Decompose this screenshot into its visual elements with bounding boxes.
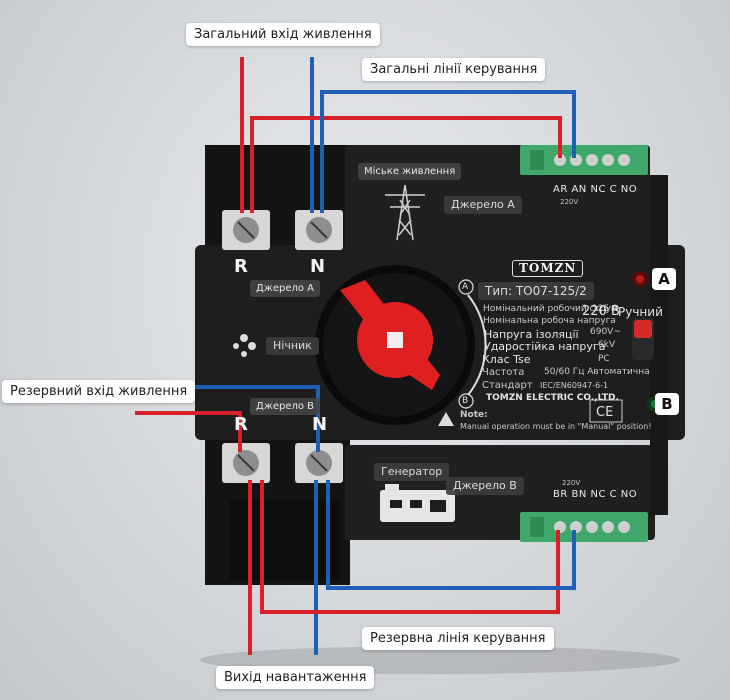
svg-text:CE: CE (596, 405, 613, 420)
source-a-label-right: Джерело А (444, 196, 522, 214)
top-terminal-labels: AR AN NC C NO (553, 184, 638, 195)
bottom-terminal-voltage: 220V (562, 479, 581, 487)
callout-main-control-lines: Загальні лінії керування (362, 58, 546, 81)
callout-reserve-power-input: Резервний вхід живлення (2, 380, 196, 403)
terminal-n-top: N (310, 256, 326, 277)
lower-tower-block (230, 500, 340, 580)
generator-label: Генератор (374, 463, 450, 481)
rated-current-value: 125 A (592, 304, 619, 314)
pylon-icon (385, 184, 425, 241)
note-text: Manual operation must be in "Manual" pos… (460, 422, 652, 431)
ce-mark (589, 399, 623, 423)
right-rib (650, 175, 668, 515)
type-label: Тип: ТО07-125/2 (478, 282, 594, 300)
main-control-neutral (320, 90, 576, 213)
switch-position-b: B (462, 396, 469, 406)
reserve-live-wire (135, 411, 242, 452)
control-terminal-top (520, 145, 648, 175)
top-terminal-voltage: 220V (560, 198, 579, 206)
rated-voltage-label: Номінальна робоча напруга (483, 316, 616, 326)
generator-icon (380, 484, 455, 522)
insulation-value: 690V~ (590, 327, 621, 337)
mode-manual-label: Ручний (618, 305, 663, 319)
night-label: Нічник (266, 337, 319, 355)
night-light-icon (233, 334, 256, 357)
rated-current-label: Номінальний робочий струм (483, 304, 618, 314)
terminal-r-bottom: R (234, 414, 248, 435)
frequency-label: Частота (482, 367, 525, 378)
source-b-label-right: Джерело В (446, 477, 524, 495)
impulse-value: 6kV (598, 340, 616, 350)
handle-center-icon (387, 332, 403, 348)
switch-position-a: A (462, 282, 469, 292)
indicator-b-badge: B (655, 393, 679, 415)
brand-logo: TOMZN (512, 260, 584, 277)
main-control-live (250, 116, 562, 213)
standard-value: IEC/EN60947-6-1 (540, 381, 609, 390)
warning-icon (438, 412, 454, 426)
frequency-value: 50/60 Гц Автоматична (544, 367, 650, 377)
callout-load-output: Вихід навантаження (216, 666, 375, 689)
voltage-value: 220 В (582, 304, 620, 319)
terminal-n-bottom: N (312, 414, 328, 435)
terminal-r-top: R (234, 256, 248, 277)
source-a-label-left: Джерело А (250, 280, 321, 297)
standard-label: Стандарт (482, 380, 533, 391)
indicator-a-badge: A (652, 268, 676, 290)
city-power-label: Міське живлення (358, 163, 462, 180)
impulse-voltage-label: Ударостійка напруга (484, 340, 606, 353)
callout-reserve-control-line: Резервна лінія керування (362, 627, 554, 650)
reserve-neutral-wire (135, 385, 320, 452)
reserve-control-neutral (326, 480, 576, 590)
bottom-terminal-labels: BR BN NC C NO (553, 489, 638, 500)
company-label: TOMZN ELECTRIC CO.,LTD. (486, 393, 619, 403)
reserve-control-live (260, 480, 560, 614)
note-label: Note: (460, 410, 488, 420)
control-terminal-bottom (520, 512, 648, 542)
class-label: Клас Tse (482, 353, 531, 366)
insulation-voltage-label: Напруга ізоляції (484, 328, 579, 341)
source-b-label-left: Джерело В (250, 398, 321, 415)
class-value: PC (598, 354, 610, 364)
callout-main-power-input: Загальний вхід живлення (186, 23, 380, 46)
